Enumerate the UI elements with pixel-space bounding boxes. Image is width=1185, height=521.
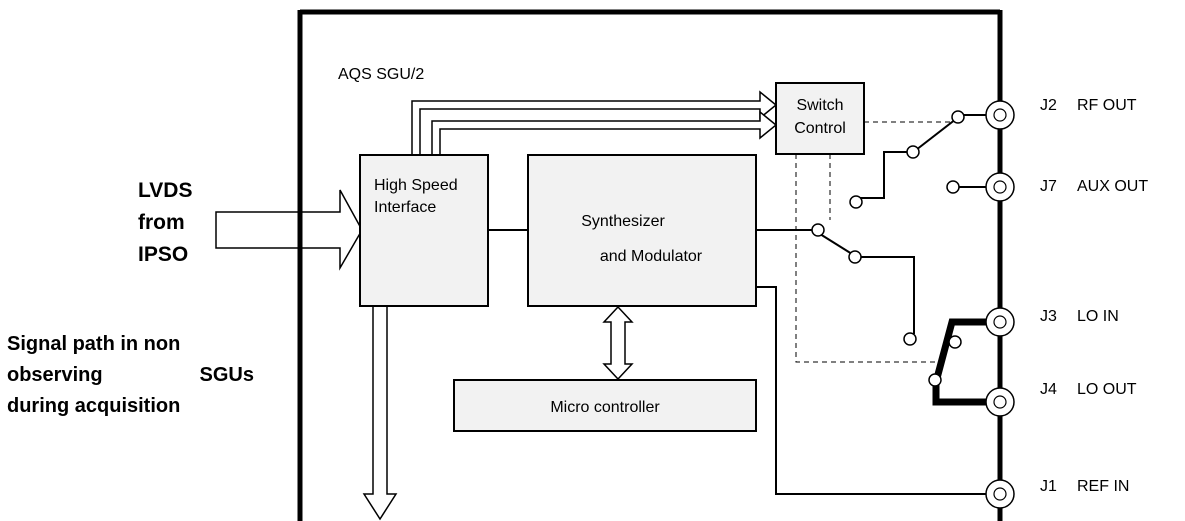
ref-in-wire <box>756 286 993 495</box>
interface-line-2: Interface <box>374 199 436 216</box>
control-dashed-lines <box>795 121 962 363</box>
input-label-line-1: LVDS <box>138 179 192 202</box>
input-label-line-3: IPSO <box>138 243 188 266</box>
connector-j2 <box>985 100 1015 130</box>
control-arrow-upper <box>411 90 778 156</box>
rf-switch-blade <box>915 118 957 151</box>
micro-controller-block: Micro controller <box>453 379 757 432</box>
j2-label: RF OUT <box>1077 97 1137 114</box>
connector-j1 <box>985 479 1015 509</box>
input-label-line-2: from <box>138 211 185 234</box>
j1-label: REF IN <box>1077 478 1129 495</box>
j4-id: J4 <box>1040 381 1057 398</box>
downward-output-arrow <box>362 305 398 521</box>
lvds-input-arrow <box>215 189 363 271</box>
caption-line-2a: observing <box>7 364 103 386</box>
synthesizer-line-1: Synthesizer <box>581 213 665 230</box>
switch-nodes <box>811 110 965 387</box>
connector-j3 <box>985 307 1015 337</box>
j3-label: LO IN <box>1077 308 1119 325</box>
output-switch-blade <box>819 233 853 255</box>
synthesizer-block: Synthesizer and Modulator <box>527 154 757 307</box>
switch-control-block: Switch Control <box>775 82 865 155</box>
high-speed-interface-block: High Speed Interface <box>359 154 489 307</box>
control-arrow-lower <box>431 110 778 156</box>
switch-control-line-1: Switch <box>796 97 843 114</box>
connector-j4 <box>985 387 1015 417</box>
j2-id: J2 <box>1040 97 1057 114</box>
connector-j7 <box>985 172 1015 202</box>
lo-loop-through <box>932 318 993 406</box>
micro-controller-label: Micro controller <box>550 399 660 416</box>
j7-label: AUX OUT <box>1077 178 1148 195</box>
bus-arrow <box>602 305 634 381</box>
j7-id: J7 <box>1040 178 1057 195</box>
switch-control-line-2: Control <box>794 120 846 137</box>
caption-line-1: Signal path in non <box>7 333 180 355</box>
switch-to-loin-wire <box>860 256 915 334</box>
j1-id: J1 <box>1040 478 1057 495</box>
synthesizer-line-2: and Modulator <box>600 248 703 265</box>
caption-line-3: during acquisition <box>7 395 180 417</box>
caption-line-2b: SGUs <box>200 364 254 386</box>
switch-to-rfout-wire <box>858 151 910 199</box>
unit-name: AQS SGU/2 <box>338 66 424 83</box>
j4-label: LO OUT <box>1077 381 1137 398</box>
j3-id: J3 <box>1040 308 1057 325</box>
unit-enclosure <box>297 9 1003 521</box>
interface-line-1: High Speed <box>374 177 458 194</box>
